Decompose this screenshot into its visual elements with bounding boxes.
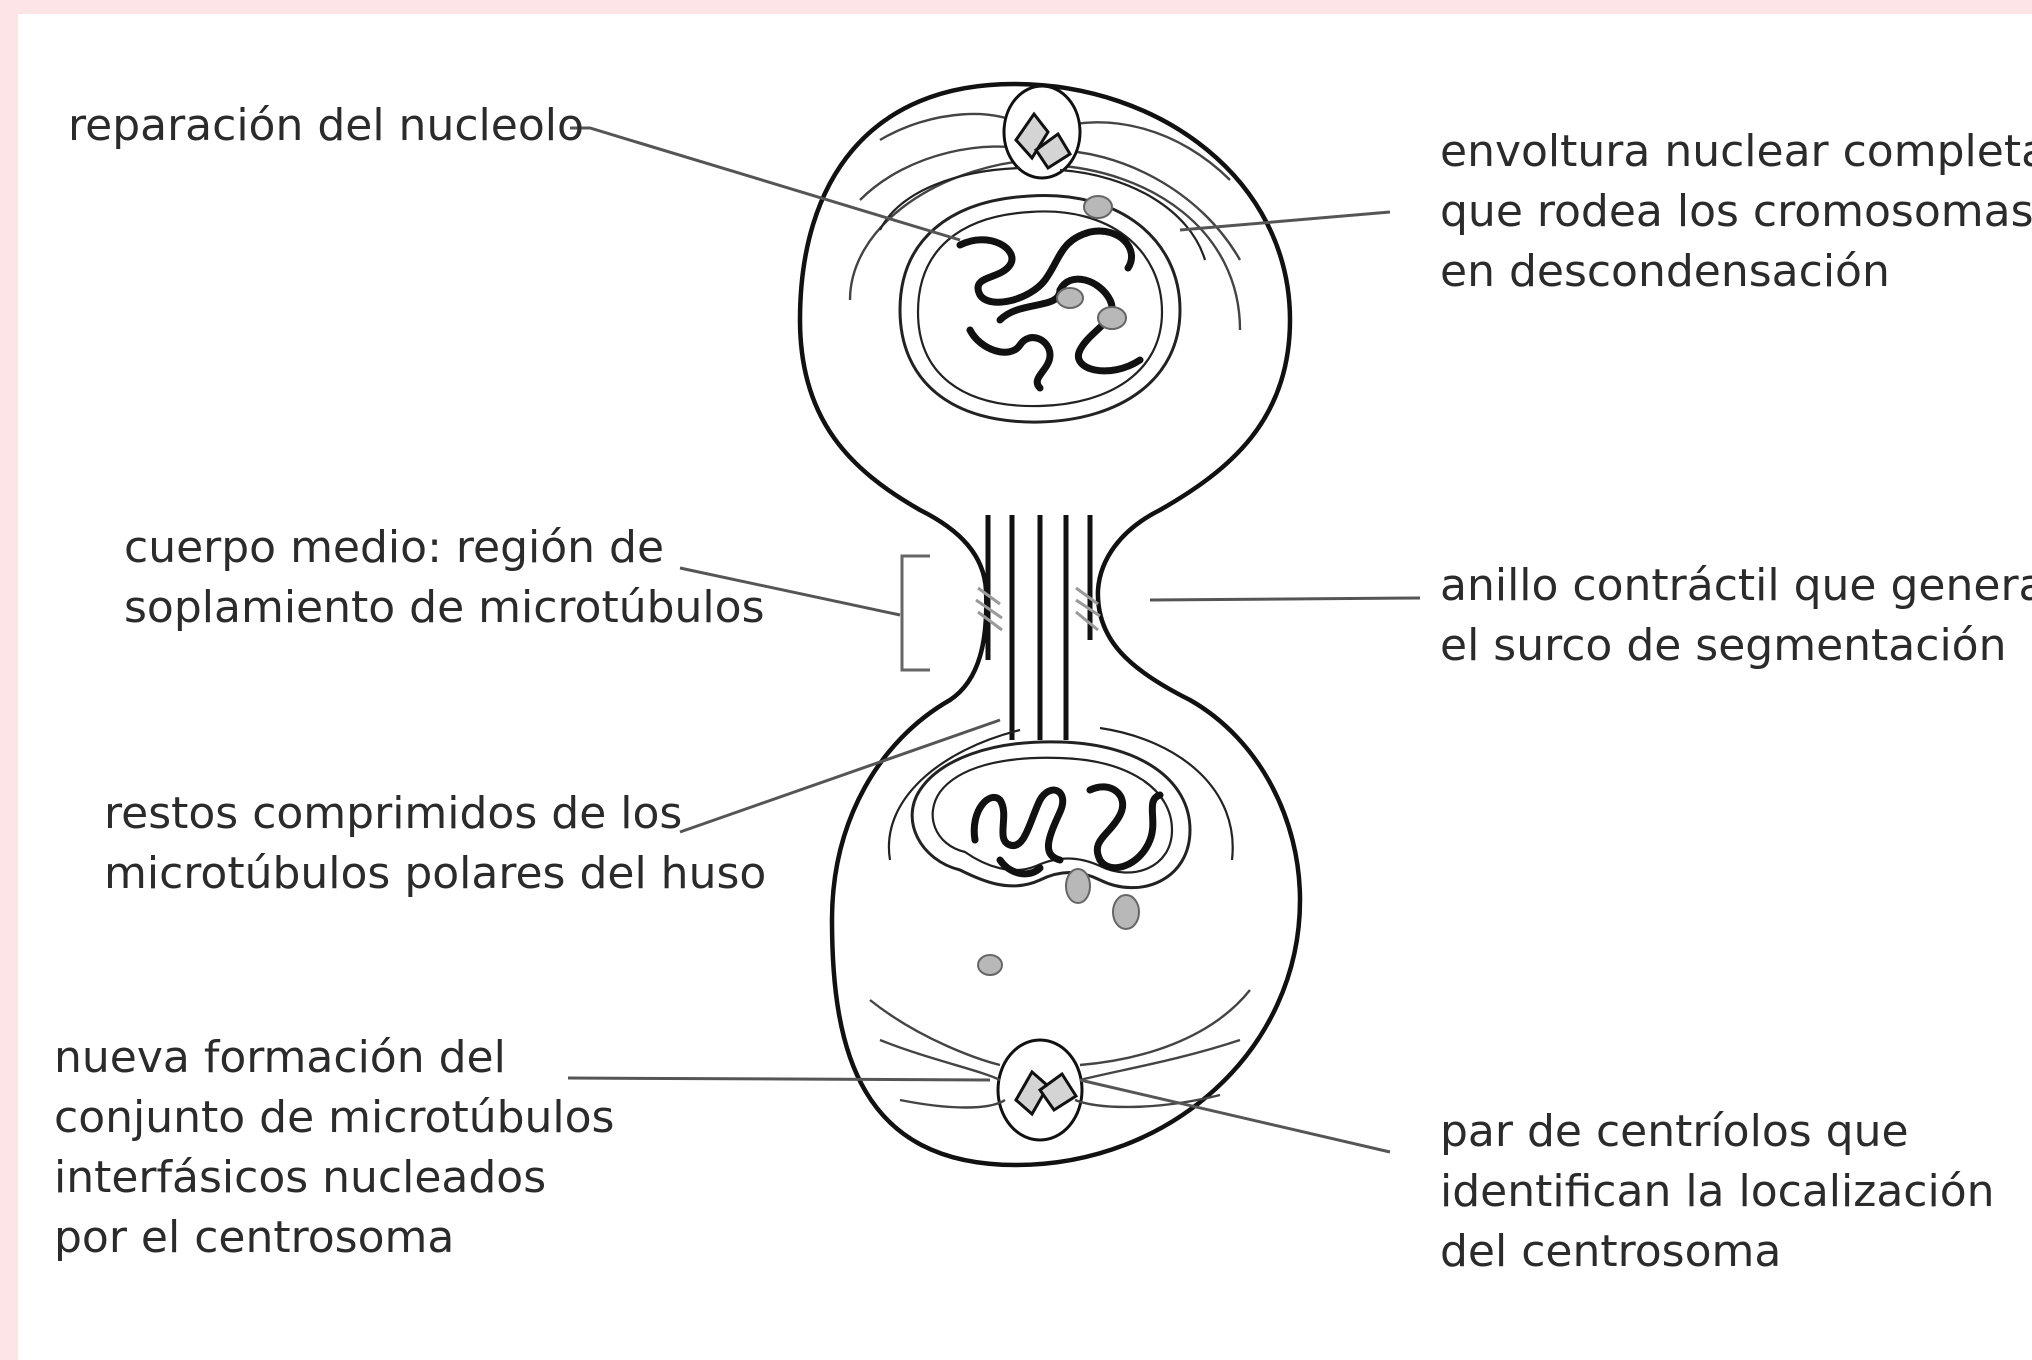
- contractile-ring: [975, 586, 1101, 632]
- label-line: que rodea los cromosomas: [1440, 186, 2032, 237]
- upper-chromosomes: [956, 227, 1144, 392]
- leader-contractile-ring: [1149, 596, 1421, 602]
- label-line: en descondensación: [1440, 246, 1890, 297]
- label-line: reparación del nucleolo: [68, 100, 584, 151]
- lower-centrosome: [996, 1038, 1084, 1142]
- label-contractile-ring: anillo contráctil que genera el surco de…: [1440, 556, 2032, 676]
- leader-lines: [567, 126, 1421, 1154]
- lower-microtubules: [869, 989, 1251, 1109]
- leader-centriole-pair: [1079, 1078, 1391, 1154]
- label-nucleolus-repair: reparación del nucleolo: [68, 96, 584, 156]
- label-interphase-array: nueva formación del conjunto de microtúb…: [54, 1028, 614, 1268]
- label-line: conjunto de microtúbulos: [54, 1092, 615, 1143]
- label-polar-remnants: restos comprimidos de los microtúbulos p…: [104, 784, 766, 904]
- label-line: identifican la localización: [1440, 1166, 1995, 1217]
- label-line: microtúbulos polares del huso: [104, 848, 767, 899]
- label-line: interfásicos nucleados: [54, 1152, 547, 1203]
- upper-nuclear-envelope: [879, 166, 1207, 424]
- leader-midbody: [679, 566, 901, 617]
- upper-nucleoli: [1056, 195, 1127, 330]
- lower-chromosomes: [970, 783, 1164, 878]
- leader-nuclear-envelope: [1179, 210, 1391, 232]
- leader-nucleolus-repair: [570, 126, 961, 242]
- leader-polar-remnants: [679, 718, 1001, 834]
- leader-interphase-array: [567, 1076, 991, 1082]
- midbody-microtubules: [985, 515, 1093, 740]
- label-line: cuerpo medio: región de: [124, 522, 665, 573]
- lower-nucleoli: [977, 868, 1140, 976]
- label-midbody: cuerpo medio: región de soplamiento de m…: [124, 518, 765, 638]
- midbody-bracket: [900, 554, 930, 672]
- cell-membrane: [797, 81, 1303, 1168]
- label-line: nueva formación del: [54, 1032, 506, 1083]
- label-centriole-pair: par de centríolos que identifican la loc…: [1440, 1102, 1995, 1282]
- label-line: por el centrosoma: [54, 1212, 455, 1263]
- label-line: anillo contráctil que genera: [1440, 560, 2032, 611]
- label-line: del centrosoma: [1440, 1226, 1782, 1277]
- label-line: restos comprimidos de los: [104, 788, 683, 839]
- label-line: par de centríolos que: [1440, 1106, 1909, 1157]
- label-line: envoltura nuclear completa: [1440, 126, 2032, 177]
- label-nuclear-envelope: envoltura nuclear completa que rodea los…: [1440, 122, 2032, 302]
- lower-nuclear-envelope: [887, 726, 1234, 890]
- label-line: el surco de segmentación: [1440, 620, 2007, 671]
- label-line: soplamiento de microtúbulos: [124, 582, 765, 633]
- upper-centrosome: [1002, 84, 1082, 180]
